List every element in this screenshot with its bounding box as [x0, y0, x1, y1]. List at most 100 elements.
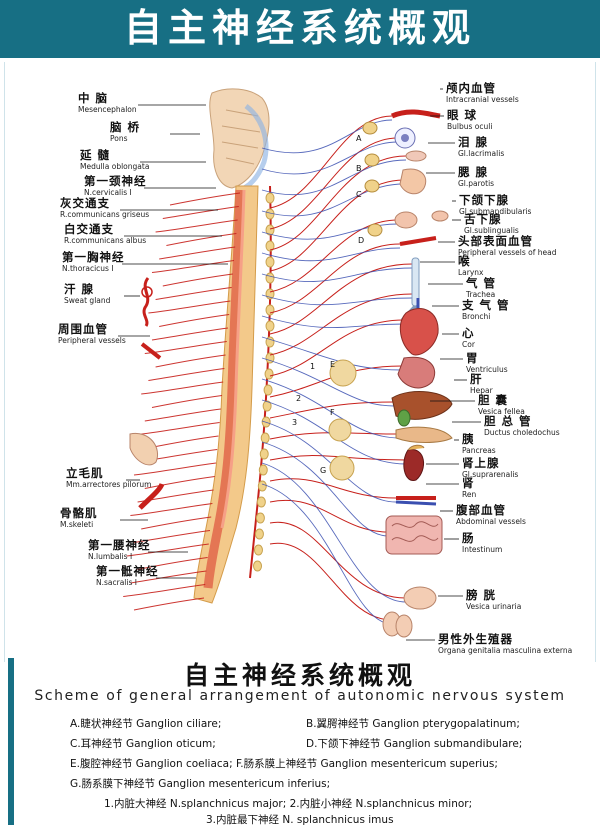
label-zh: 灰交通支	[60, 196, 110, 210]
trunk-ganglion	[265, 240, 275, 252]
label-zh: 膀 胱	[466, 588, 497, 602]
hair-muscle-icon	[129, 432, 158, 466]
legend-b: B.翼腭神经节 Ganglion pterygopalatinum;	[306, 718, 520, 730]
spinal-nerve	[123, 584, 206, 597]
label-zh: 支 气 管	[462, 298, 510, 312]
sympathetic-fiber	[269, 521, 407, 599]
peripheral-vessel-icon	[140, 342, 162, 360]
skeletal-muscle-icon	[138, 482, 165, 510]
label-zh: 第一胸神经	[62, 250, 125, 264]
trunk-ganglion	[265, 336, 275, 348]
trunk-ganglion	[260, 432, 270, 444]
ganglion-letter-g: G	[320, 466, 327, 475]
trunk-ganglion	[258, 464, 268, 476]
spinal-nerve	[133, 530, 211, 543]
label-latin: Trachea	[466, 289, 496, 299]
label-zh: 周围血管	[58, 322, 108, 336]
label-zh: 白交通支	[64, 222, 114, 236]
legend-g: G.肠系膜下神经节 Ganglion mesentericum inferius…	[70, 778, 331, 790]
label-zh: 头部表面血管	[458, 234, 533, 248]
label-zh: 泪 腺	[458, 135, 489, 149]
label-zh: 下颌下腺	[459, 193, 509, 207]
sympathetic-fiber	[269, 542, 393, 621]
label-latin: Ren	[462, 489, 477, 499]
label-zh: 中 脑	[78, 91, 109, 105]
label-latin: N.lumbalis I	[88, 551, 133, 561]
label-zh: 肠	[462, 531, 475, 545]
label-zh: 肝	[470, 372, 483, 386]
label-zh: 第一骶神经	[96, 564, 159, 578]
trunk-ganglion	[265, 192, 275, 204]
label-latin: N.cervicalis I	[84, 187, 132, 197]
organ-eye-icon	[394, 127, 416, 149]
anatomy-figure	[118, 88, 481, 641]
legend-1-2: 1.内脏大神经 N.splanchnicus major; 2.内脏小神经 N.…	[104, 798, 473, 810]
trunk-ganglion	[263, 384, 273, 396]
sympathetic-fiber	[269, 499, 389, 533]
label-latin: Mesencephalon	[78, 104, 137, 114]
label-zh: 气 管	[466, 276, 497, 290]
spinal-nerve	[148, 435, 219, 449]
ganglion-letter-a: A	[356, 134, 362, 143]
sympathetic-fiber	[269, 319, 405, 377]
label-latin: Mm.arrectores pilorum	[66, 479, 152, 489]
label-latin: Hepar	[470, 385, 493, 395]
frame-line-right	[595, 62, 596, 662]
ganglion-letter-f: F	[330, 408, 335, 417]
label-latin: Gl.suprarenalis	[462, 469, 519, 479]
spinal-nerve	[130, 570, 207, 584]
parasympathetic-fiber	[261, 378, 401, 439]
sympathetic-fiber	[269, 137, 399, 230]
spinal-nerve	[155, 354, 226, 368]
caption-accent-bar	[8, 658, 14, 825]
label-latin: Bronchi	[462, 311, 491, 321]
label-zh: 胰	[462, 432, 475, 446]
spinal-nerve	[144, 341, 227, 354]
ganglion-a	[362, 121, 378, 135]
parasympathetic-fiber	[261, 462, 407, 603]
trunk-ganglion	[265, 304, 275, 316]
spinal-nerve	[162, 206, 239, 219]
label-latin: Ventriculus	[466, 364, 508, 374]
label-zh: 肾	[462, 476, 475, 490]
legend-d: D.下颌下神经节 Ganglion submandibulare;	[306, 738, 523, 750]
spinal-nerve	[151, 260, 235, 273]
spinal-nerve	[141, 516, 212, 530]
spinal-nerve	[144, 408, 221, 422]
spinal-nerve	[151, 395, 223, 408]
parasympathetic-fiber	[261, 441, 389, 537]
label-latin: Gl.lacrimalis	[458, 148, 505, 158]
label-latin: N.sacralis I	[96, 577, 137, 587]
sympathetic-fiber	[269, 219, 399, 293]
label-latin: Bulbus oculi	[447, 121, 493, 131]
label-latin: Medulla oblongata	[80, 161, 150, 171]
label-zh: 胆 总 管	[484, 414, 532, 428]
caption-title: 自主神经系统概观	[183, 661, 416, 690]
trunk-ganglion	[264, 368, 274, 380]
spinal-nerve	[137, 422, 220, 435]
sympathetic-fiber	[269, 115, 393, 209]
spinal-nerve	[133, 597, 205, 611]
ganglion-letter-b: B	[356, 164, 362, 173]
parasympathetic-fiber	[261, 141, 399, 175]
legend-a: A.睫状神经节 Ganglion ciliare;	[70, 718, 222, 730]
label-latin: Intestinum	[462, 544, 503, 554]
organ-intracranial-vessel-icon	[390, 109, 441, 119]
parasympathetic-fiber	[261, 315, 405, 329]
label-latin: M.skeleti	[60, 519, 94, 529]
label-zh: 肾上腺	[462, 456, 500, 470]
organ-pancreas-icon	[395, 426, 453, 443]
